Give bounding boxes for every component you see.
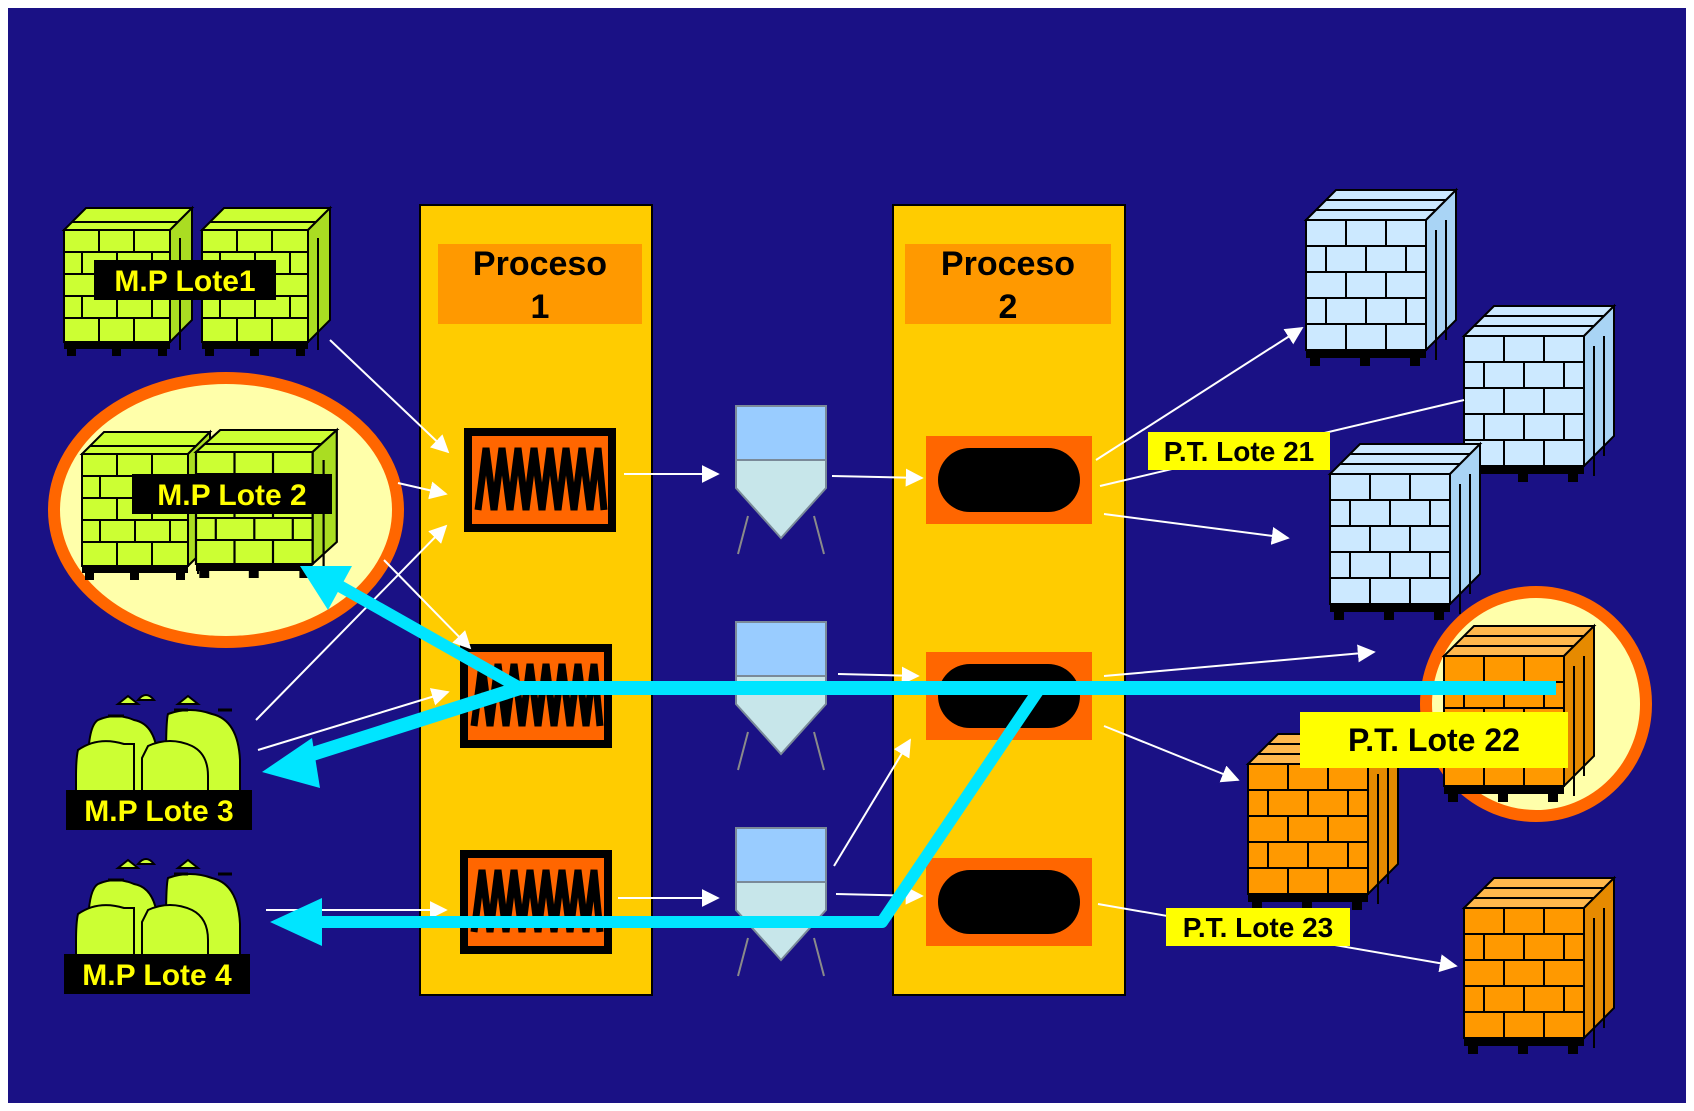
process-1-label: Proceso — [473, 245, 607, 283]
svg-text:M.P Lote 4: M.P Lote 4 — [82, 959, 232, 992]
raw-material-label-4: M.P Lote 4 — [64, 954, 250, 994]
finished-pallet-icon — [1305, 189, 1457, 367]
svg-text:P.T. Lote 23: P.T. Lote 23 — [1183, 912, 1333, 943]
process-1-number: 1 — [531, 288, 550, 326]
process-2-number: 2 — [999, 288, 1018, 326]
finished-product-label-21: P.T. Lote 21 — [1148, 432, 1330, 470]
finished-product-label-23: P.T. Lote 23 — [1166, 908, 1350, 946]
svg-text:M.P Lote1: M.P Lote1 — [114, 265, 255, 298]
traceability-path — [262, 566, 1556, 946]
svg-text:M.P Lote 2: M.P Lote 2 — [157, 479, 306, 512]
finished-pallet-icon — [1329, 443, 1481, 621]
heater-coil-icon — [460, 850, 612, 954]
raw-material-label-2: M.P Lote 2 — [132, 474, 332, 514]
svg-text:M.P Lote 3: M.P Lote 3 — [84, 795, 233, 828]
dryer-drum-icon — [926, 436, 1092, 524]
finished-product-label-22: P.T. Lote 22 — [1300, 712, 1568, 768]
svg-text:P.T. Lote 21: P.T. Lote 21 — [1164, 436, 1314, 467]
heater-coil-icon — [464, 428, 616, 532]
finished-pallet-icon — [1463, 305, 1615, 483]
raw-material-label-1: M.P Lote1 — [94, 260, 276, 300]
finished-pallet-icon — [1463, 877, 1615, 1055]
dryer-drum-icon — [926, 858, 1092, 946]
svg-text:P.T. Lote 22: P.T. Lote 22 — [1348, 722, 1520, 758]
process-2-label: Proceso — [941, 245, 1075, 283]
raw-material-label-3: M.P Lote 3 — [66, 790, 252, 830]
